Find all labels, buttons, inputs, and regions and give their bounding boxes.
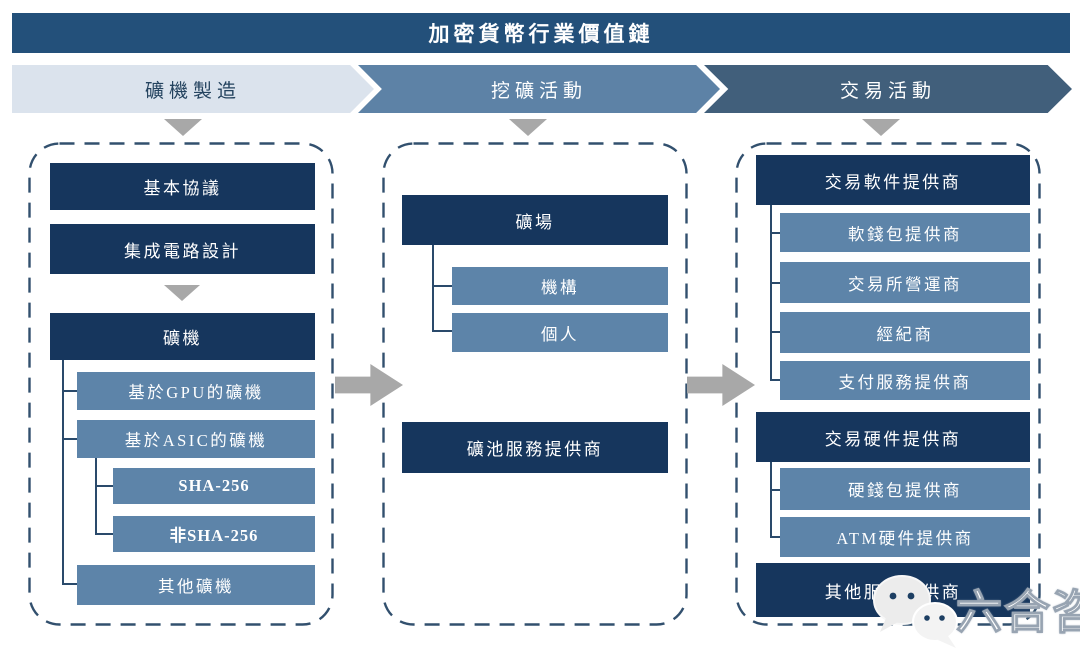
node-basic-protocol: 基本協議 [50,163,315,210]
node-broker: 經紀商 [780,312,1030,353]
diagram-title: 加密貨幣行業價值鏈 [12,13,1070,53]
node-hard-wallet: 硬錢包提供商 [780,468,1030,510]
node-asic-based: 基於ASIC的礦機 [77,420,315,458]
connector-line [95,458,97,535]
connector-line [62,438,77,440]
connector-line [770,282,780,284]
connector-line [770,462,772,537]
connector-line [62,583,77,585]
node-non-sha256: 非SHA-256 [113,516,315,552]
connector-line [432,245,434,332]
node-pool-service: 礦池服務提供商 [402,422,668,473]
connector-line [432,330,452,332]
node-mining-machine: 礦機 [50,313,315,360]
node-hardware-provider: 交易硬件提供商 [756,412,1030,462]
connector-line [62,390,77,392]
node-payment-service: 支付服務提供商 [780,361,1030,400]
stage-label: 交易活動 [839,80,936,102]
node-software-provider: 交易軟件提供商 [756,155,1030,205]
connector-line [95,533,113,535]
node-soft-wallet: 軟錢包提供商 [780,213,1030,252]
stage-chevron-trading: 交易活動 [704,65,1072,113]
triangle-down-icon [862,119,900,136]
node-gpu-based: 基於GPU的礦機 [77,372,315,410]
node-individual: 個人 [452,313,668,352]
connector-line [770,205,772,381]
node-ic-design: 集成電路設計 [50,224,315,274]
connector-line [770,379,780,381]
stage-label: 礦機製造 [144,80,241,102]
watermark-brand: 六合咨询 [955,586,1080,638]
node-institution: 機構 [452,267,668,305]
connector-line [62,360,64,585]
stage-label: 挖礦活動 [490,80,587,102]
connector-line [770,232,780,234]
connector-line [770,331,780,333]
stage-chevron-mining: 挖礦活動 [358,65,720,113]
triangle-down-icon [164,119,202,136]
node-atm-hardware: ATM硬件提供商 [780,517,1030,557]
node-exchange-operator: 交易所營運商 [780,262,1030,303]
watermark: 六合咨询 [868,568,1080,654]
triangle-down-icon [509,119,547,136]
node-sha256: SHA-256 [113,468,315,504]
node-mining-farm: 礦場 [402,195,668,245]
wechat-icon [873,575,958,648]
stage-chevron-manufacturing: 礦機製造 [12,65,374,113]
node-other-machines: 其他礦機 [77,565,315,605]
connector-line [770,536,780,538]
connector-line [770,489,780,491]
column-outline-manufacturing [28,142,334,626]
connector-line [432,285,452,287]
connector-line [95,485,113,487]
